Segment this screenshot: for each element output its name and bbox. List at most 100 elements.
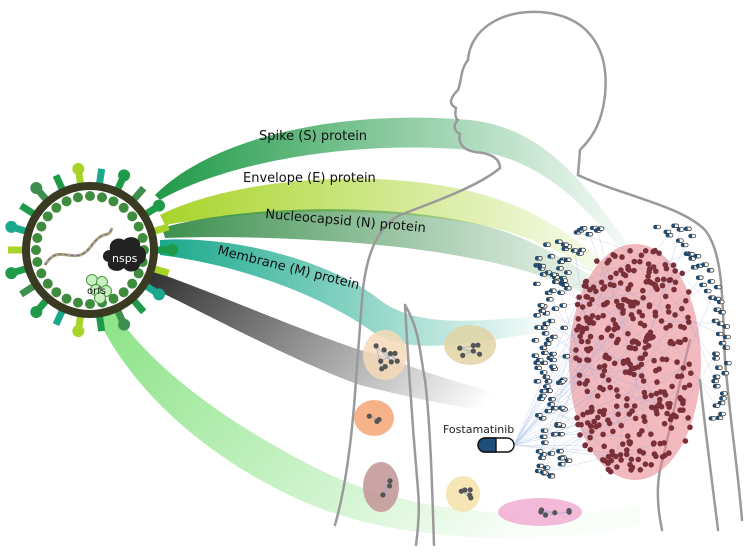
drug-pill-marker-half [558,462,562,466]
drug-pill-marker-half [708,295,712,300]
drug-pill-marker-half [712,403,717,408]
virus-bead [133,221,144,232]
target-node [662,293,669,300]
drug-pill-marker-half [540,272,544,277]
drug-pill-marker-half [717,300,721,304]
drug-pill-marker-half [539,394,543,398]
target-node [640,378,647,384]
drug-pill-marker-half [687,252,691,256]
target-node [596,364,603,370]
drug-pill-marker-half [564,270,568,275]
target-edge [589,234,657,408]
drug-pill-marker-half [554,422,559,427]
drug-pill-marker-half [663,230,668,234]
target-node [577,432,583,438]
target-node [585,338,591,345]
target-node [680,400,686,407]
target-edge [539,288,629,452]
cluster-node [366,413,372,419]
drug-pill-marker-half [684,227,688,231]
drug-edge [513,277,611,446]
drug-pill-marker-half [691,265,695,270]
cluster-node [460,352,466,358]
drug-pill-marker-half [714,285,718,289]
face-outline [449,58,502,170]
drug-pill-marker-half [535,256,539,261]
drug-pill-marker-half [696,275,700,280]
target-node [670,340,676,347]
target-node [685,415,691,421]
cluster-node [379,366,385,372]
target-node [664,410,670,417]
drug-pill-marker-half [548,397,552,401]
drug-pill-marker-half [546,297,550,302]
target-node [627,248,633,254]
target-node [576,357,583,364]
target-node [606,257,612,264]
target-node [672,312,678,318]
drug-pill-marker-half [707,268,711,273]
target-node [573,347,579,353]
target-node [671,286,677,293]
target-node [579,304,586,310]
target-node [623,451,630,458]
target-node [638,252,645,259]
target-node [685,319,692,325]
virus-bead [118,287,129,298]
drug-pill-marker-half [676,238,680,243]
target-node [683,298,689,304]
drug-edge [513,337,602,446]
virus-bead [118,202,129,213]
target-node [641,322,648,329]
target-node [631,267,637,274]
target-node [601,407,608,414]
drug-pill-marker-half [539,346,544,350]
target-node [619,254,625,260]
target-node [617,452,624,458]
target-node [601,367,608,374]
target-node [597,384,603,391]
cluster-node [538,509,544,515]
right-arm-inner-outline [698,378,720,532]
drug-pill-marker-half [711,379,716,383]
drug-pill-marker-half [723,335,727,339]
target-node [622,297,629,303]
nsps-ribbon [145,270,560,420]
target-node [584,409,591,416]
target-node [584,388,591,395]
target-node [653,453,659,460]
target-node [578,338,585,345]
target-node [675,373,681,380]
drug-pill-marker-half [541,428,545,433]
virus-bead [127,278,138,289]
target-node [657,440,663,447]
target-node [631,258,638,265]
drug-edge [513,308,682,446]
target-node [617,280,624,286]
drug-pill-marker-half [534,366,539,370]
target-node [587,446,593,453]
target-node [637,355,643,362]
target-node [613,298,620,305]
target-node [688,370,694,377]
target-node [587,287,593,293]
olive-cluster [444,325,496,365]
drug-pill-marker-half [534,325,538,330]
spike-protein-label: Spike (S) protein [259,129,367,144]
cluster-node [388,359,394,365]
target-node [648,462,654,468]
drug-pill-marker-half [551,432,555,437]
drug-edge [513,282,621,446]
target-node [610,428,616,435]
target-node [654,286,660,293]
virus-bead [51,202,62,213]
target-node [605,453,612,460]
target-node [598,334,605,341]
drug-pill-marker-half [699,283,703,287]
drug-pill-marker-half [544,379,549,384]
target-node [618,422,624,429]
virus-spike-head [118,318,131,331]
virus-spike-head [30,182,43,195]
orfs-label: orfs [87,286,106,297]
drug-edge [513,256,616,446]
